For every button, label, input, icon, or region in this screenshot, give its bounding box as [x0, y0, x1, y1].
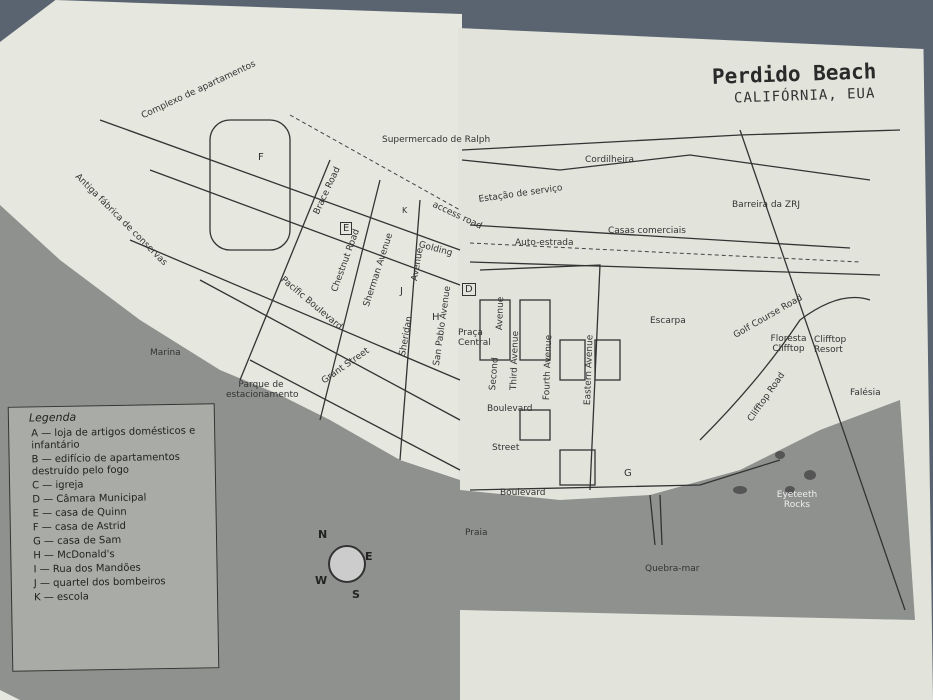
label-parque: Parque de estacionamento: [226, 380, 299, 400]
label-supermercado: Supermercado de Ralph: [382, 135, 491, 145]
legend-item: H — McDonald's: [33, 548, 115, 562]
label-praia: Praia: [465, 528, 488, 538]
label-praca: Praça Central: [458, 328, 491, 348]
legend-item: A — loja de artigos domésticos e infantá…: [31, 425, 196, 452]
marker-g: G: [624, 468, 632, 479]
legend-item: J — quartel dos bombeiros: [33, 576, 166, 590]
label-third: Third Avenue: [509, 330, 522, 391]
legend-item: K — escola: [33, 591, 89, 604]
legend-item: E — casa de Quinn: [32, 506, 127, 520]
label-escarpa: Escarpa: [650, 316, 686, 326]
marker-k: K: [402, 206, 408, 215]
legend-item: B — edifício de apartamentos destruído p…: [31, 451, 181, 478]
marker-d: D: [462, 283, 476, 296]
legend-item: D — Câmara Municipal: [32, 492, 147, 506]
legend-item: I — Rua dos Mandões: [33, 562, 141, 576]
label-boulevard2: Boulevard: [500, 488, 546, 498]
legend-item: F — casa de Astrid: [32, 520, 127, 534]
marker-f: F: [258, 152, 264, 163]
label-avenue2: Avenue: [495, 296, 507, 331]
compass-rose-icon: [328, 545, 366, 583]
label-barreira: Barreira da ZRJ: [732, 200, 801, 210]
marker-j: J: [400, 286, 403, 297]
label-falesia: Falésia: [850, 388, 881, 398]
label-resort: Clifftop Resort: [814, 335, 847, 355]
legend: Legenda A — loja de artigos domésticos e…: [7, 403, 220, 672]
label-boulevard1: Boulevard: [487, 404, 533, 414]
label-marina: Marina: [150, 348, 181, 358]
compass-w: W: [315, 574, 328, 587]
legend-item: C — igreja: [31, 479, 84, 492]
label-casas: Casas comerciais: [608, 226, 686, 236]
label-street1: Street: [492, 443, 520, 453]
label-floresta: Floresta Clifftop: [770, 334, 807, 354]
sea-right: [460, 400, 915, 620]
label-cordilheira: Cordilheira: [585, 155, 635, 165]
legend-title: Legenda: [28, 410, 77, 425]
compass-s: S: [352, 588, 360, 601]
compass-e: E: [365, 550, 373, 563]
compass-n: N: [318, 528, 328, 541]
label-eyeteeth: Eyeteeth Rocks: [776, 490, 818, 510]
label-autoestrada: Auto-estrada: [515, 238, 574, 248]
marker-e: E: [340, 222, 353, 235]
legend-item: G — casa de Sam: [32, 534, 122, 548]
marker-h: H: [432, 312, 440, 323]
label-quebramar: Quebra-mar: [645, 564, 700, 574]
